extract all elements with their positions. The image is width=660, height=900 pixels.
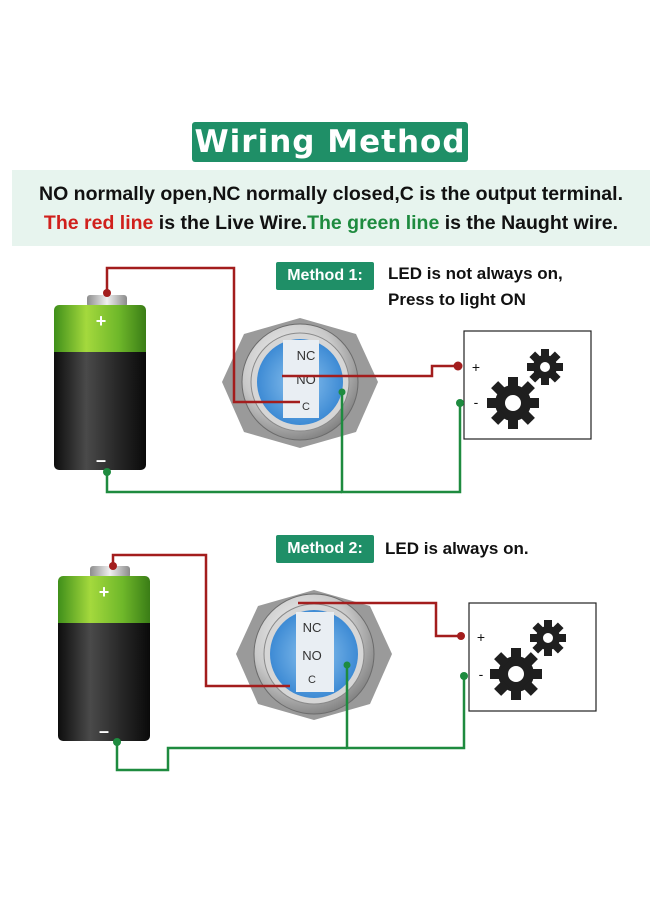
- switch-nc-label: NC: [297, 348, 316, 363]
- method-1-wires: [105, 266, 462, 494]
- junction-dot: [103, 289, 111, 297]
- gears-icon: [490, 620, 566, 700]
- page-title: Wiring Method: [192, 122, 468, 162]
- info-line-2: The red line is the Live Wire.The green …: [12, 209, 650, 238]
- switch-no-label: NO: [302, 648, 322, 663]
- switch-nc-label: NC: [303, 620, 322, 635]
- push-button-switch-icon: [236, 590, 392, 720]
- battery-minus-label: –: [99, 721, 109, 741]
- junction-dot: [457, 632, 465, 640]
- switch-c-label: C: [302, 401, 310, 413]
- junction-dot: [456, 399, 464, 407]
- method-1-badge: Method 1:: [276, 262, 374, 290]
- battery-icon: [54, 295, 146, 470]
- battery-icon: [58, 566, 150, 741]
- switch-no-label: NO: [296, 372, 316, 387]
- junction-dot: [453, 361, 463, 371]
- naught-wire-text: is the Naught wire.: [439, 212, 619, 234]
- switch-c-label: C: [308, 674, 316, 686]
- method-1-desc-line-1: LED is not always on,: [388, 264, 563, 283]
- load-plus-label: +: [477, 629, 485, 645]
- live-wire-text: is the Live Wire.: [153, 212, 308, 234]
- battery-plus-label: +: [96, 311, 107, 331]
- method-2-desc-line-1: LED is always on.: [385, 539, 529, 558]
- load-minus-label: -: [479, 666, 484, 682]
- info-box: NO normally open,NC normally closed,C is…: [12, 170, 650, 246]
- info-line-1: NO normally open,NC normally closed,C is…: [38, 183, 623, 205]
- load-plus-label: +: [472, 359, 480, 375]
- red-line-text: The red line: [43, 212, 154, 234]
- method-2-badge: Method 2:: [276, 535, 374, 563]
- battery-minus-label: –: [96, 450, 106, 470]
- gears-icon: [487, 349, 563, 429]
- battery-plus-label: +: [99, 582, 110, 602]
- junction-dot: [103, 468, 111, 476]
- load-minus-label: -: [474, 394, 479, 410]
- junction-dot: [460, 672, 468, 680]
- junction-dot: [343, 661, 351, 669]
- method-1-desc-line-2: Press to light ON: [388, 290, 526, 309]
- junction-dot: [338, 388, 346, 396]
- green-line-text: The green line: [307, 212, 440, 234]
- junction-dot: [109, 562, 117, 570]
- push-button-switch-icon: [222, 318, 378, 448]
- method-2-wires: [111, 553, 466, 772]
- junction-dot: [113, 738, 121, 746]
